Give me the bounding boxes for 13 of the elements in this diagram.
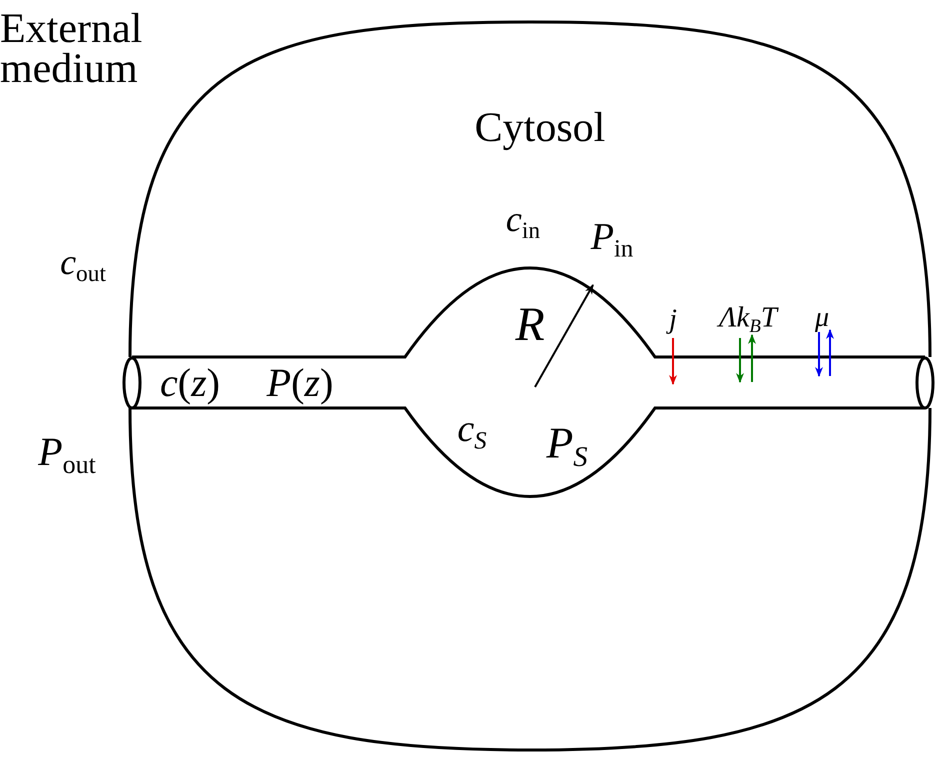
region-label: Cytosol — [474, 107, 606, 149]
math-label: c(z) — [160, 363, 220, 403]
math-label: c$_{in}$ — [506, 200, 540, 244]
math-label: μ — [814, 304, 830, 332]
math-label: P$_{out}$ — [38, 432, 96, 478]
math-label: P$_{S}$ — [546, 421, 588, 473]
math-label: c$_{out}$ — [60, 244, 106, 286]
math-label: c$_{S}$ — [457, 410, 487, 454]
math-label: Λk$_{B}$T — [718, 303, 778, 337]
math-label: P(z) — [266, 363, 334, 403]
math-label: P$_{in}$ — [590, 218, 634, 262]
math-label: R — [515, 301, 545, 349]
region-label: External medium — [0, 10, 144, 90]
